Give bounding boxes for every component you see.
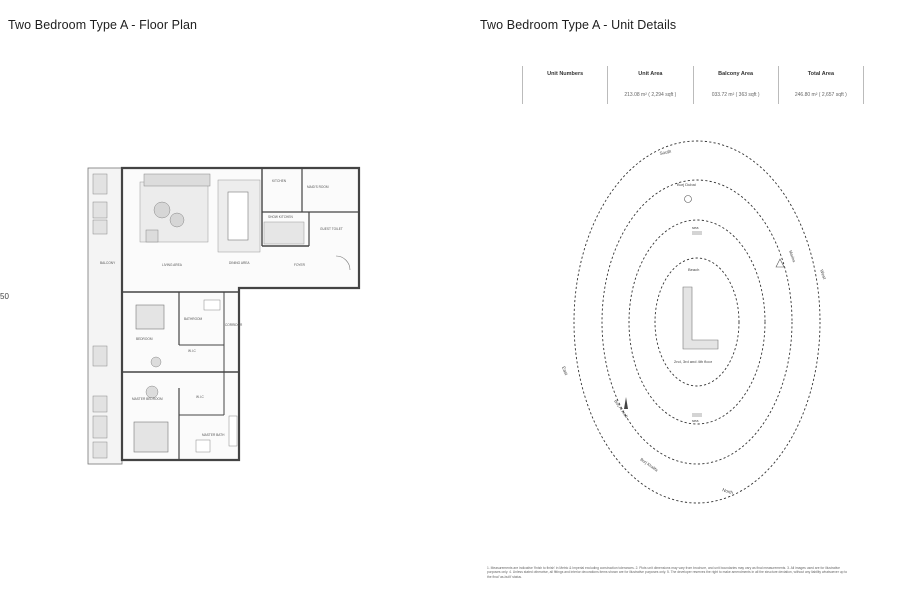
marina-icon — [775, 258, 785, 268]
column-header: Total Area — [807, 71, 835, 77]
floor-plan-title: Two Bedroom Type A - Floor Plan — [8, 18, 198, 32]
room-label-corridor: CORRIDOR — [225, 323, 243, 327]
room-label-balcony: BALCONY — [100, 261, 116, 265]
floor-plan-svg: BALCONY LIVING AREA DINING AREA KITCHEN … — [87, 166, 361, 465]
orientation-diagram: South North West East Burj Dubai sea sea… — [560, 135, 880, 510]
dining-table — [227, 191, 249, 241]
unit-details-title: Two Bedroom Type A - Unit Details — [480, 18, 677, 32]
sea-icon — [692, 231, 702, 235]
sight-marina: Marina — [788, 250, 797, 264]
balcony-area-column: Balcony Area 033.72 m² ( 363 sqft ) — [692, 66, 778, 104]
room-label-wic: W.I.C — [188, 349, 196, 353]
direction-south: South — [659, 149, 672, 156]
column-value: 213.08 m² ( 2,294 sqft ) — [624, 92, 677, 98]
sight-sea-top: sea — [692, 225, 699, 230]
balcony-planters — [92, 173, 108, 459]
sight-sea-bottom: sea — [692, 418, 699, 423]
view-ring-3 — [601, 179, 793, 465]
armchair — [145, 385, 159, 399]
burj-al-arab-icon — [624, 397, 628, 409]
coffee-table — [153, 201, 171, 219]
armchair — [145, 229, 159, 243]
unit-numbers-column: Unit Numbers — [522, 66, 607, 104]
orientation-svg: South North West East Burj Dubai sea sea… — [561, 140, 827, 504]
room-label-foyer: FOYER — [294, 263, 306, 267]
direction-north: North — [722, 487, 734, 495]
column-header: Unit Numbers — [547, 71, 584, 77]
bed — [135, 304, 165, 330]
room-label-guest-toilet: GUEST TOILET — [320, 227, 343, 231]
sight-burj-dubai: Burj Dubai — [677, 182, 696, 187]
column-value: 033.72 m² ( 363 sqft ) — [711, 92, 760, 98]
column-value: 246.80 m² ( 2,657 sqft ) — [794, 92, 847, 98]
coffee-table — [169, 212, 185, 228]
sofa — [143, 173, 211, 187]
sight-beach: Beach — [688, 267, 699, 272]
room-label-master-bath: MASTER BATH — [202, 433, 225, 437]
floor-plan-drawing: BALCONY LIVING AREA DINING AREA KITCHEN … — [84, 160, 374, 470]
armchair — [150, 356, 162, 368]
master-bed — [133, 421, 169, 453]
room-label-show-kitchen: SHOW KITCHEN — [268, 215, 293, 219]
room-label-living: LIVING AREA — [162, 263, 183, 267]
room-label-kitchen: KITCHEN — [272, 179, 287, 183]
disclaimer-footnote: 1. Measurements are indicative 'finish t… — [487, 566, 848, 579]
direction-west: West — [819, 269, 827, 281]
room-label-maid: MAID'S ROOM — [307, 185, 329, 189]
bathtub — [203, 299, 221, 311]
view-ring-2 — [628, 219, 766, 425]
column-header: Balcony Area — [718, 71, 754, 77]
view-ring-inner — [654, 257, 740, 387]
unit-area-column: Unit Area 213.08 m² ( 2,294 sqft ) — [607, 66, 692, 104]
column-header: Unit Area — [638, 71, 663, 77]
bathtub — [228, 415, 238, 447]
room-label-bathroom: BATHROOM — [184, 317, 203, 321]
unit-details-table: Unit Numbers Unit Area 213.08 m² ( 2,294… — [522, 66, 864, 104]
bath-sink — [195, 439, 211, 453]
total-area-column: Total Area 246.80 m² ( 2,657 sqft ) — [777, 66, 864, 104]
building-footprint — [682, 286, 719, 350]
room-label-master-bedroom: MASTER BEDROOM — [132, 397, 163, 401]
show-kitchen-counter — [263, 221, 305, 245]
page-number-fragment: 50 — [0, 292, 9, 301]
floors-label: 2nd, 3rd and 4th floor — [674, 359, 713, 364]
room-label-wic: W.I.C — [196, 395, 204, 399]
entry-door — [335, 255, 351, 271]
sea-icon — [692, 413, 702, 417]
view-ring-outer — [573, 140, 821, 504]
room-label-dining: DINING AREA — [229, 261, 250, 265]
room-label-bedroom: BEDROOM — [136, 337, 153, 341]
sight-burj-khalifa: Burj Khalifa — [639, 457, 659, 473]
burj-dubai-icon — [684, 195, 692, 203]
sight-burj-al-arab: Burj Al Arab — [613, 399, 630, 420]
direction-east: East — [561, 366, 569, 377]
